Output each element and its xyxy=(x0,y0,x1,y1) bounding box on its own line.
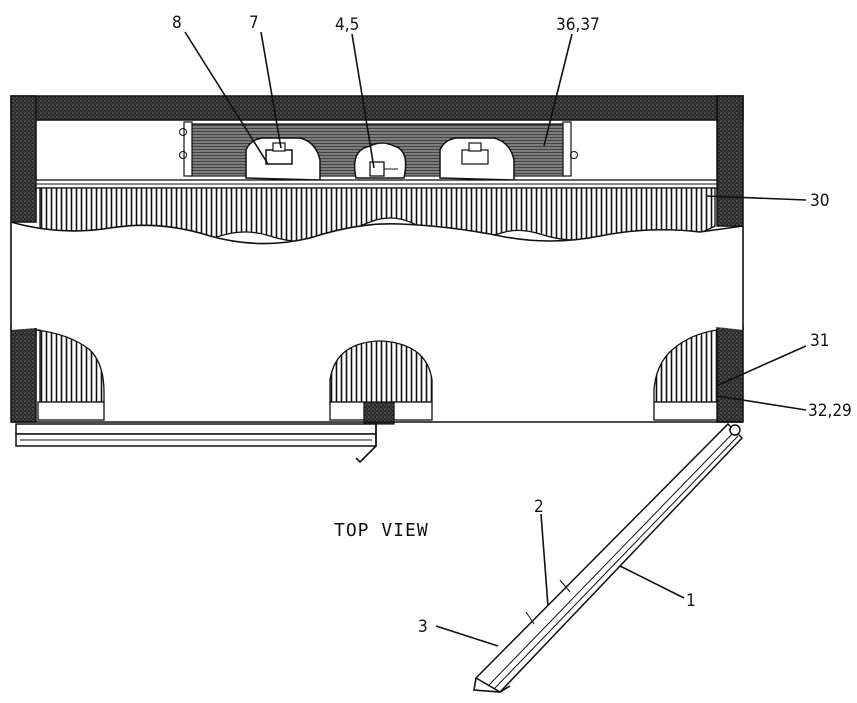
callout-8: 8 xyxy=(172,13,182,33)
callout-2: 2 xyxy=(534,497,544,517)
left-door xyxy=(15,423,377,464)
cabinet-wall xyxy=(10,95,744,425)
shelf-lower xyxy=(11,329,743,423)
view-caption: TOP VIEW xyxy=(334,520,429,541)
fan-motor-right xyxy=(439,137,515,181)
right-door xyxy=(473,422,744,693)
callout-32-29: 32,29 xyxy=(808,401,852,421)
callout-31: 31 xyxy=(810,331,829,351)
callout-30: 30 xyxy=(810,191,829,211)
callout-1: 1 xyxy=(686,591,696,611)
sensor-housing xyxy=(353,142,407,179)
leader-lines xyxy=(184,31,807,647)
fan-motor-left xyxy=(245,137,321,181)
callout-36-37: 36,37 xyxy=(556,15,600,35)
callout-3: 3 xyxy=(418,617,428,637)
callout-7: 7 xyxy=(249,13,259,33)
callout-4-5: 4,5 xyxy=(335,15,359,35)
